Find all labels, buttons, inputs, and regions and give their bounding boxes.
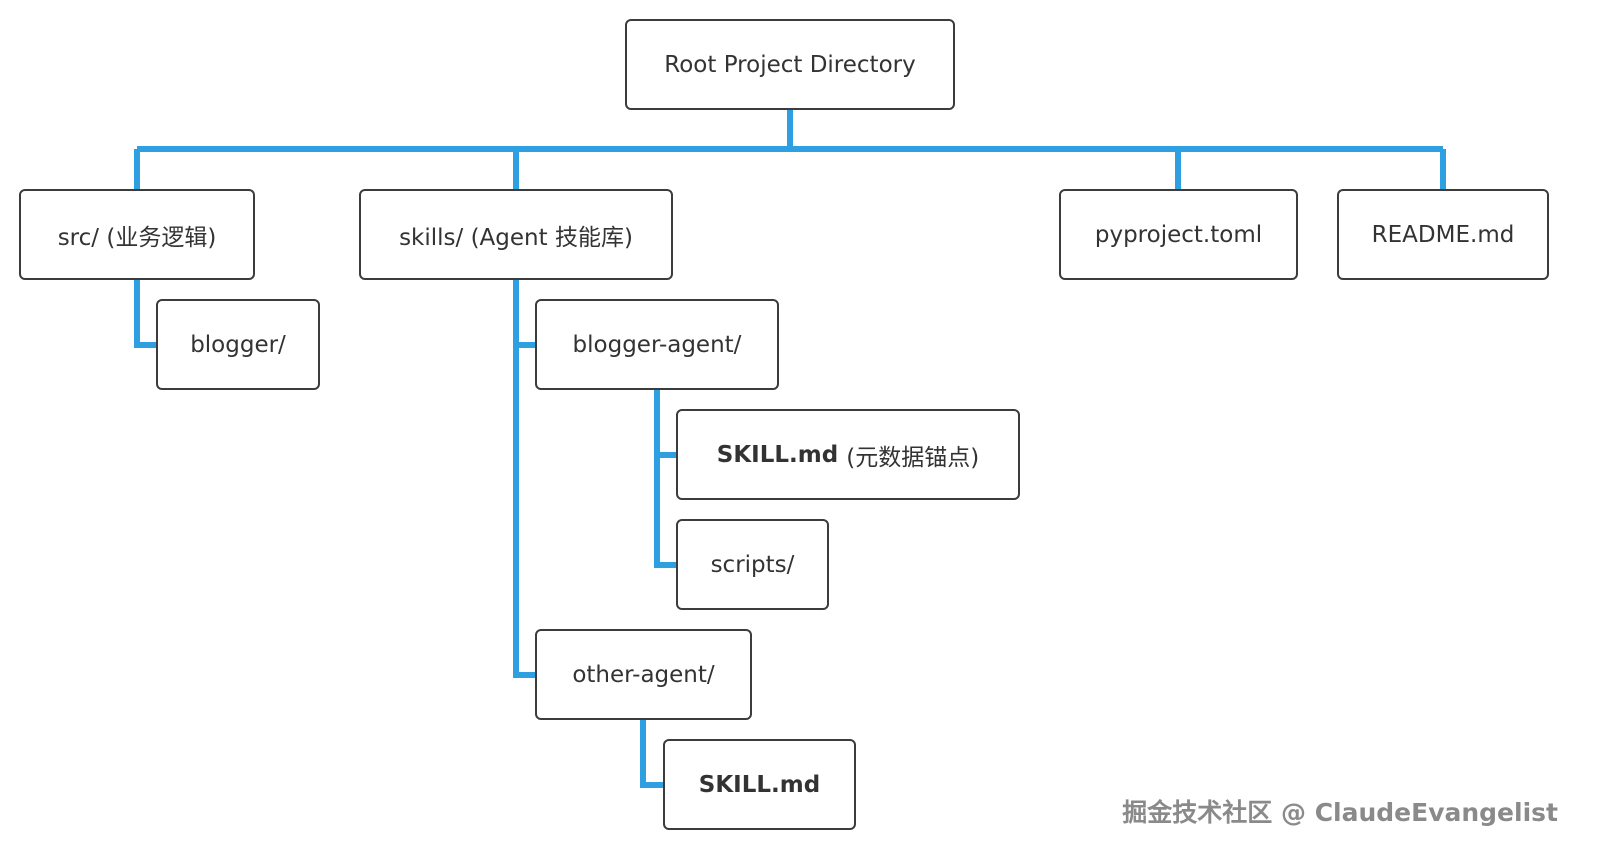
node-skill-md-metadata: SKILL.md (元数据锚点) [676,409,1020,500]
node-label: blogger-agent/ [572,331,742,358]
connector-blogger-agent-trunk [654,390,676,568]
node-label: blogger/ [190,331,286,358]
node-label: scripts/ [710,551,795,578]
node-scripts: scripts/ [676,519,829,610]
node-src-blogger: blogger/ [156,299,320,390]
node-other-agent: other-agent/ [535,629,752,720]
node-skills: skills/ (Agent 技能库) [359,189,673,280]
node-root-project-directory: Root Project Directory [625,19,955,110]
node-src: src/ (业务逻辑) [19,189,255,280]
node-label: SKILL.md [698,771,821,798]
node-blogger-agent: blogger-agent/ [535,299,779,390]
connector-skills-trunk [513,280,535,678]
node-label: SKILL.md [716,441,839,468]
node-label: other-agent/ [572,661,715,688]
node-readme-md: README.md [1337,189,1549,280]
node-note: (元数据锚点) [846,444,980,471]
node-label: skills/ (Agent 技能库) [399,224,633,251]
node-label: README.md [1371,221,1515,248]
node-skill-md: SKILL.md [663,739,856,830]
watermark: 掘金技术社区 @ ClaudeEvangelist [1122,798,1558,827]
node-label: pyproject.toml [1094,221,1263,248]
node-label: Root Project Directory [664,51,916,78]
node-label: src/ (业务逻辑) [57,224,217,251]
node-pyproject-toml: pyproject.toml [1059,189,1298,280]
connector-other-agent-to-skill-md [640,720,663,788]
connector-src-to-blogger [134,280,156,348]
